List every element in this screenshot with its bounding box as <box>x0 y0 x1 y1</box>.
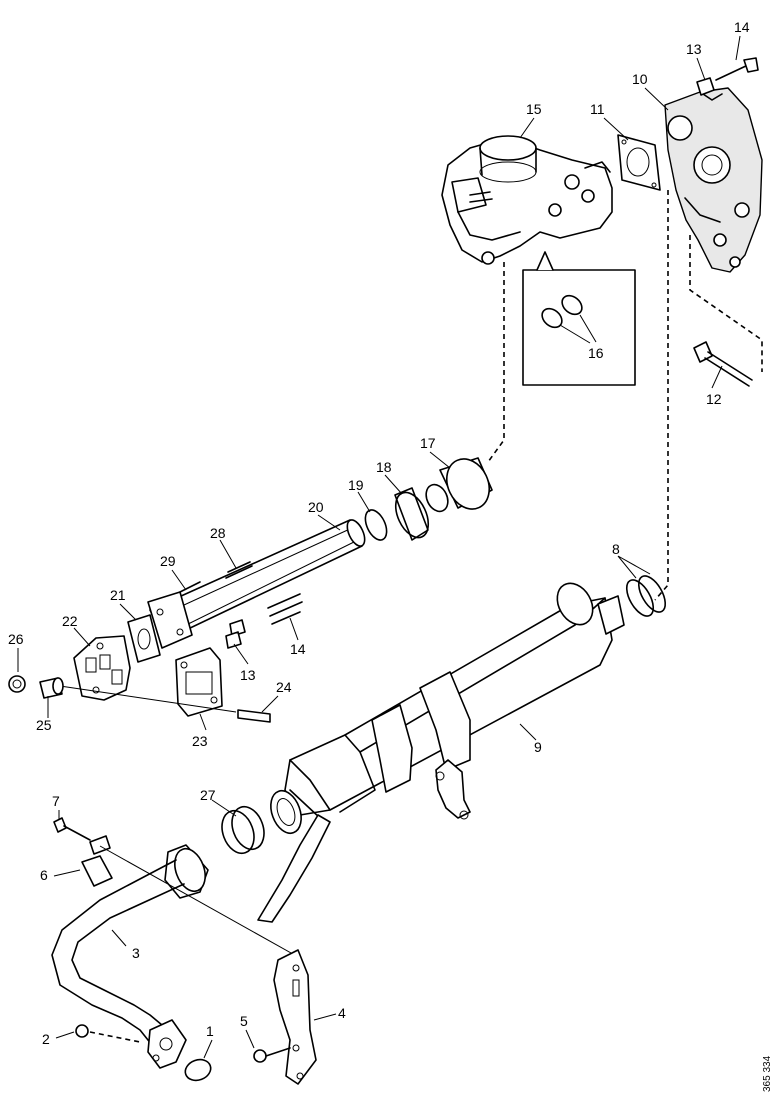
callout-9: 9 <box>534 739 542 755</box>
callout-13-top: 13 <box>686 41 702 57</box>
part-5-bolt <box>253 1047 291 1063</box>
callout-16: 16 <box>588 345 604 361</box>
callout-29: 29 <box>160 553 176 569</box>
callout-11: 11 <box>590 101 605 117</box>
callout-27: 27 <box>200 787 216 803</box>
part-8-seals <box>625 575 667 617</box>
callout-28: 28 <box>210 525 226 541</box>
part-4-bracket <box>273 949 317 1085</box>
callout-5: 5 <box>240 1013 248 1029</box>
part-26-nut <box>8 675 26 693</box>
part-11-gasket <box>617 134 661 191</box>
clip-guide-line <box>99 845 301 959</box>
callout-7: 7 <box>52 793 60 809</box>
callout-10: 10 <box>632 71 648 87</box>
part-13-spacer-top <box>696 77 715 96</box>
part-21-gasket <box>127 614 161 663</box>
part-29-stud <box>179 581 201 593</box>
callout-20: 20 <box>308 499 324 515</box>
callout-17: 17 <box>420 435 436 451</box>
part-10-bracket <box>664 87 763 273</box>
callout-1: 1 <box>206 1023 214 1039</box>
callout-8: 8 <box>612 541 620 557</box>
part-14-bolt-top <box>715 57 759 81</box>
part-9-egr-cooler <box>257 582 625 923</box>
callout-22: 22 <box>62 613 78 629</box>
part-15-egr-valve <box>441 135 613 265</box>
callout-14-mid: 14 <box>290 641 306 657</box>
callout-25: 25 <box>36 717 52 733</box>
callout-23: 23 <box>192 733 208 749</box>
assembly-guide-lines <box>487 190 763 601</box>
detail-box-16 <box>522 251 636 386</box>
part-20-tube <box>147 519 366 649</box>
callout-12: 12 <box>706 391 722 407</box>
part-19-seal <box>364 509 388 541</box>
callout-4: 4 <box>338 1005 346 1021</box>
part-22-flange <box>73 635 131 701</box>
part-7-bolt <box>53 817 91 841</box>
part-24-bolt <box>59 685 271 723</box>
callout-21: 21 <box>110 587 126 603</box>
callout-19: 19 <box>348 477 364 493</box>
callout-14-top: 14 <box>734 19 750 35</box>
part-6-clip <box>81 835 113 887</box>
callout-26: 26 <box>8 631 24 647</box>
part-25-sleeve <box>39 677 64 699</box>
callout-18: 18 <box>376 459 392 475</box>
callout-24: 24 <box>276 679 292 695</box>
part-14-studs <box>267 593 303 625</box>
part-23-plate <box>175 647 223 717</box>
part-27-seals <box>221 805 265 855</box>
part-1-gasket <box>184 1058 212 1082</box>
callout-6: 6 <box>40 867 48 883</box>
part-28-stud <box>225 561 253 579</box>
callout-labels: 14 13 10 11 15 16 12 17 18 19 20 28 29 8… <box>8 19 773 1092</box>
part-3-pipe <box>51 844 209 1069</box>
part-12-bolt <box>693 341 753 387</box>
part-13-spacers <box>225 619 246 649</box>
callout-3: 3 <box>132 945 140 961</box>
callout-2: 2 <box>42 1031 50 1047</box>
callout-13-mid: 13 <box>240 667 256 683</box>
part-2-nut <box>75 1024 141 1043</box>
reference-code: 365 334 <box>762 1055 773 1092</box>
cooler-inlet-ring <box>270 789 302 835</box>
callout-15: 15 <box>526 101 542 117</box>
callout-leaders <box>17 35 741 1059</box>
part-17-connector <box>425 457 493 513</box>
